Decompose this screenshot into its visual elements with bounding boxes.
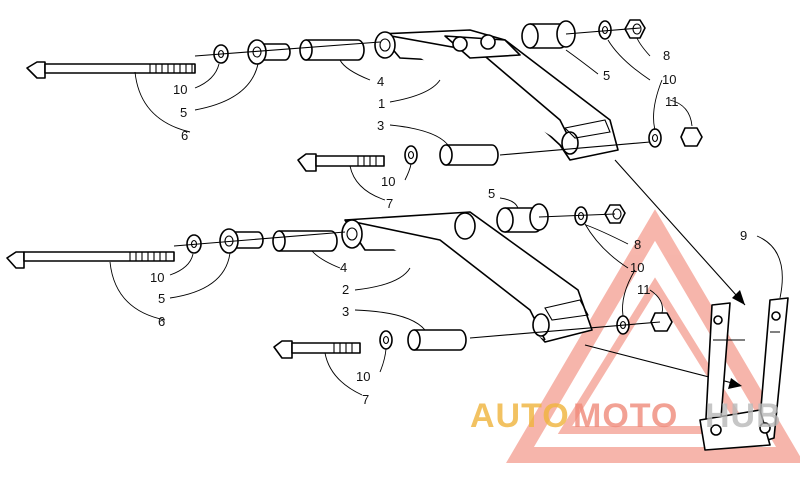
a-arm-lower bbox=[341, 211, 593, 343]
callout-1: 1 bbox=[378, 96, 385, 111]
callout-11: 11 bbox=[665, 94, 679, 109]
callout-2: 2 bbox=[342, 282, 349, 297]
callout-7: 7 bbox=[386, 196, 393, 211]
callout-6: 6 bbox=[158, 314, 165, 329]
callout-10: 10 bbox=[150, 270, 164, 285]
washer-upper-bolt bbox=[404, 145, 418, 165]
watermark-auto: AUTO bbox=[470, 397, 570, 435]
callout-8: 8 bbox=[663, 48, 670, 63]
short-bolt-upper bbox=[297, 153, 385, 172]
washer-lower-bolt bbox=[379, 330, 393, 350]
callout-3: 3 bbox=[377, 118, 384, 133]
callout-10: 10 bbox=[662, 72, 676, 87]
watermark-moto: MOTO bbox=[573, 397, 678, 435]
bushing-upper-left bbox=[247, 39, 291, 65]
callout-10: 10 bbox=[356, 369, 370, 384]
callout-9: 9 bbox=[740, 228, 747, 243]
callout-4: 4 bbox=[340, 260, 347, 275]
callout-5: 5 bbox=[180, 105, 187, 120]
mounting-bracket bbox=[699, 297, 789, 451]
watermark-wordmark: AUTO MOTO HUB bbox=[470, 397, 782, 435]
callout-8: 8 bbox=[634, 237, 641, 252]
callout-10: 10 bbox=[630, 260, 644, 275]
assembly-arrow-upper bbox=[614, 159, 746, 306]
callout-5: 5 bbox=[603, 68, 610, 83]
short-bolt-lower bbox=[273, 340, 361, 359]
callout-3: 3 bbox=[342, 304, 349, 319]
sleeve-lower bbox=[272, 230, 338, 252]
callout-6: 6 bbox=[181, 128, 188, 143]
washer-upper-right bbox=[598, 20, 612, 40]
long-bolt-upper bbox=[26, 61, 196, 79]
callout-4: 4 bbox=[377, 74, 384, 89]
callout-11: 11 bbox=[637, 282, 651, 297]
watermark-hub: HUB bbox=[705, 397, 782, 435]
bushing-lower-right bbox=[496, 203, 549, 233]
leader-lines bbox=[109, 37, 783, 396]
sleeve-3-lower bbox=[407, 329, 467, 351]
a-arm-upper bbox=[374, 29, 619, 161]
nut-lower-lower-right bbox=[650, 312, 673, 332]
watermark-triangle-inner bbox=[557, 277, 753, 434]
bushing-upper-right bbox=[521, 20, 576, 49]
callout-labels: 10 5 6 4 1 3 5 8 10 11 10 7 5 8 10 11 9 … bbox=[150, 48, 747, 407]
callout-10: 10 bbox=[381, 174, 395, 189]
sleeve-upper bbox=[299, 39, 365, 61]
callout-5: 5 bbox=[158, 291, 165, 306]
washer-upper-lower-right bbox=[648, 128, 662, 148]
callout-5: 5 bbox=[488, 186, 495, 201]
washer-lower-right bbox=[574, 206, 588, 226]
nut-upper-lower-right bbox=[680, 127, 703, 147]
long-bolt-lower bbox=[6, 251, 175, 269]
sleeve-3-upper bbox=[439, 144, 499, 166]
callout-7: 7 bbox=[362, 392, 369, 407]
callout-10: 10 bbox=[173, 82, 187, 97]
